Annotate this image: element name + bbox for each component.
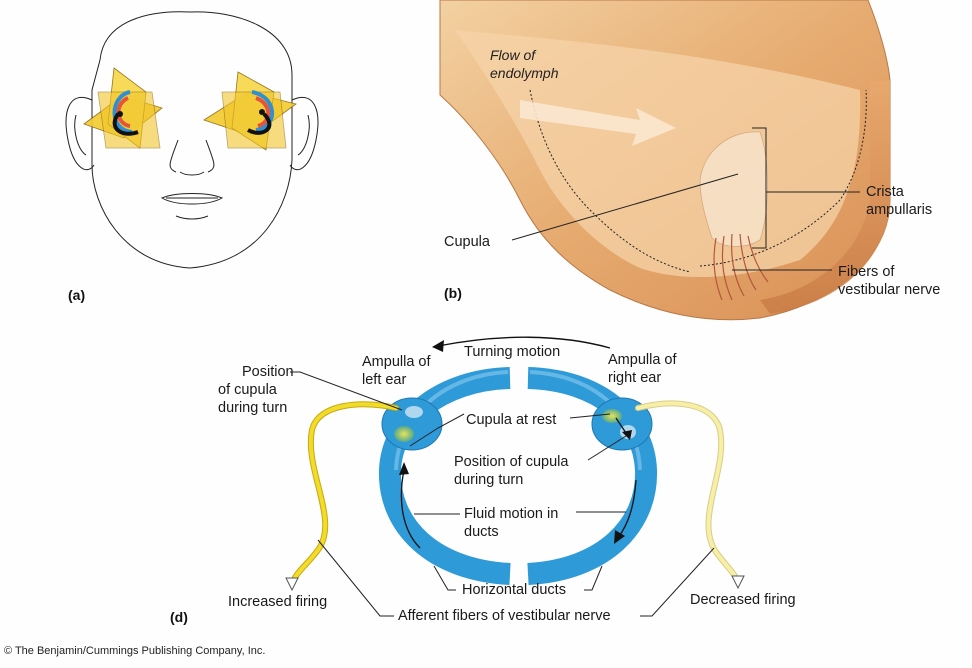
cupula-shape	[699, 131, 768, 247]
flow-label-2: endolymph	[490, 65, 559, 81]
increased-firing-arrowhead	[285, 577, 299, 592]
cupula-leader	[511, 173, 739, 241]
panel-a-face: (a)	[65, 11, 319, 303]
left-canal-planes	[83, 67, 163, 149]
ampulla-left-label-2: left ear	[362, 372, 406, 388]
face-outline	[91, 11, 293, 269]
afferent-leader-right	[640, 547, 715, 617]
mouth	[160, 193, 224, 205]
cupula-rest-leader-right	[569, 413, 611, 419]
turning-motion-label: Turning motion	[464, 344, 560, 360]
right-cupula-rest	[602, 409, 622, 423]
ampulla-right-label-1: Ampulla of	[608, 352, 677, 368]
decreased-firing-arrowhead	[731, 575, 745, 590]
panel-a-letter: (a)	[68, 287, 85, 303]
panel-b-ampulla: Flow of endolymph Crista ampullaris Cupu…	[439, 0, 940, 321]
cupula-rest-leader-left	[409, 413, 465, 447]
pos-cupula-mid-label-1: Position of cupula	[454, 454, 569, 470]
left-cupula-deflected	[394, 426, 414, 442]
ampulla-wall-rim	[760, 80, 890, 314]
pos-cupula-left-label-2: of cupula	[218, 382, 278, 398]
horizontal-ducts-leader-left	[433, 565, 456, 591]
left-fluid-arrow	[400, 469, 421, 549]
right-horizontal-duct	[527, 367, 658, 585]
pos-cupula-mid-leader	[587, 435, 627, 461]
left-nerve-fiber	[289, 401, 399, 587]
cupula-rest-label: Cupula at rest	[466, 412, 556, 428]
left-ear	[65, 97, 95, 171]
horizontal-ducts-label: Horizontal ducts	[462, 582, 566, 598]
panel-d-letter: (d)	[170, 609, 188, 625]
panel-b-letter: (b)	[444, 285, 462, 301]
fluid-label-1: Fluid motion in	[464, 506, 558, 522]
right-ear	[289, 97, 319, 171]
decreased-firing-label: Decreased firing	[690, 592, 796, 608]
flow-label-1: Flow of	[490, 47, 537, 63]
afferent-leader-left	[317, 539, 394, 617]
nose	[169, 139, 215, 176]
endolymph-flow-arrow	[520, 100, 676, 146]
afferent-label: Afferent fibers of vestibular nerve	[398, 608, 611, 624]
crista-fibers	[713, 233, 769, 301]
increased-firing-label: Increased firing	[228, 594, 327, 610]
ampulla-right-label-2: right ear	[608, 370, 661, 386]
ampulla-left-label-1: Ampulla of	[362, 354, 431, 370]
copyright-credit: © The Benjamin/Cummings Publishing Compa…	[4, 645, 265, 657]
pos-cupula-left-label-1: Position	[242, 364, 294, 380]
pos-cupula-left-leader	[290, 371, 403, 411]
horizontal-ducts-leader-right	[584, 565, 603, 591]
panel-d-ducts: Turning motion Ampulla of left ear Ampul…	[170, 336, 796, 625]
crista-label-1: Crista	[866, 184, 905, 200]
crista-label-2: ampullaris	[866, 202, 932, 218]
right-canal-planes	[203, 71, 297, 151]
pos-cupula-mid-label-2: during turn	[454, 472, 523, 488]
fluid-label-2: ducts	[464, 524, 499, 540]
fibers-label-2: vestibular nerve	[838, 282, 940, 298]
turning-motion-arrow	[437, 336, 611, 349]
crista-bracket	[752, 127, 767, 249]
cupula-label: Cupula	[444, 234, 491, 250]
pos-cupula-left-label-3: during turn	[218, 400, 287, 416]
left-cupula-rest	[405, 406, 423, 418]
fibers-label-1: Fibers of	[838, 264, 895, 280]
left-horizontal-duct	[378, 367, 511, 585]
